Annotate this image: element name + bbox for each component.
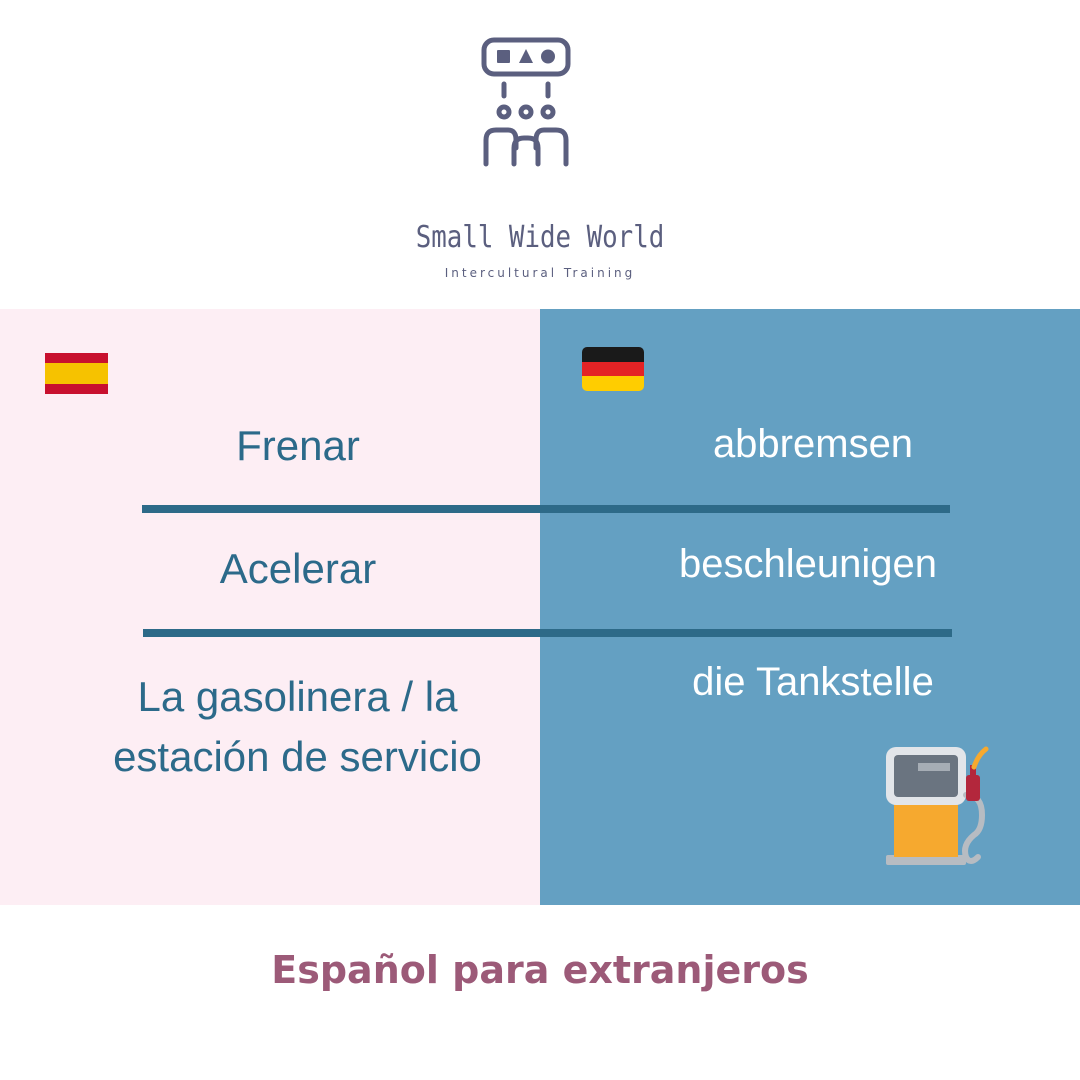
brand-logo: Small Wide World Intercultural Training bbox=[0, 30, 1080, 280]
spain-flag-icon bbox=[45, 353, 108, 394]
gas-pump-icon bbox=[886, 746, 989, 865]
german-word: abbremsen bbox=[712, 422, 914, 466]
course-title: Español para extranjeros bbox=[271, 948, 809, 992]
german-column bbox=[540, 309, 1080, 905]
spanish-column bbox=[0, 309, 540, 905]
network-people-icon bbox=[481, 37, 571, 167]
germany-flag-icon bbox=[582, 347, 644, 391]
row-divider bbox=[143, 629, 952, 637]
spanish-word: Frenar bbox=[236, 422, 360, 469]
brand-name: Small Wide World bbox=[415, 220, 665, 255]
row-divider bbox=[142, 505, 950, 513]
brand-tagline: Intercultural Training bbox=[444, 266, 636, 280]
spanish-word: Acelerar bbox=[219, 545, 377, 592]
spanish-word: La gasolinera / la estación de servicio bbox=[113, 673, 482, 780]
german-word: die Tankstelle bbox=[692, 660, 934, 704]
german-word: beschleunigen bbox=[679, 542, 937, 586]
